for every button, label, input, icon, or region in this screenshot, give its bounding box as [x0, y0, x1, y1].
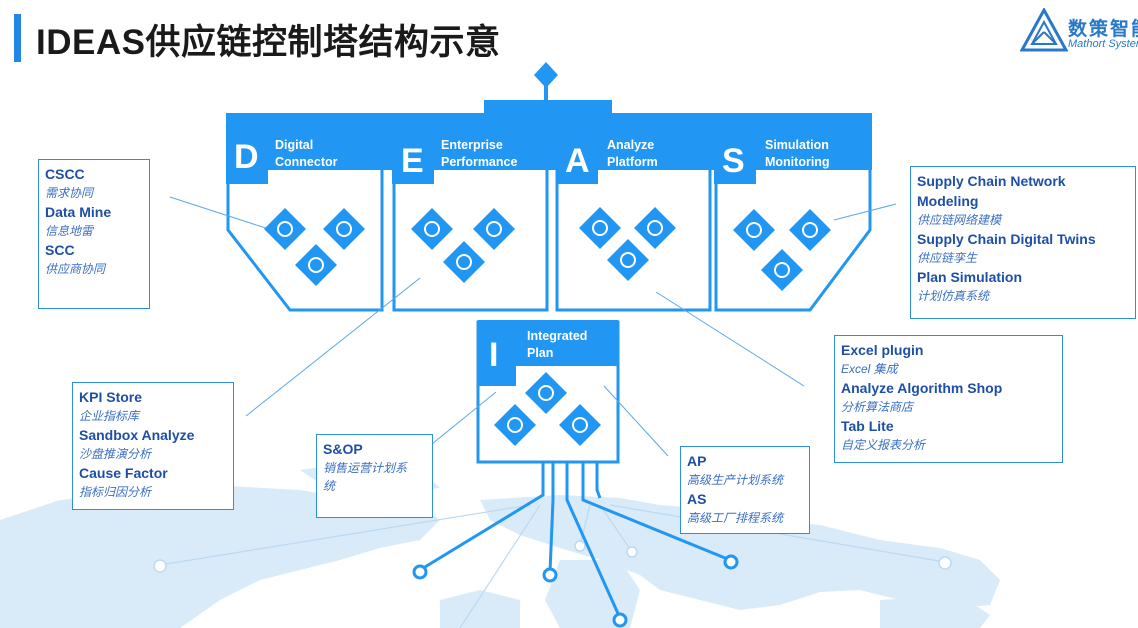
- module-letter-s: S: [722, 142, 745, 180]
- box-item-title: Excel plugin: [841, 342, 924, 358]
- excel-icon: [607, 239, 649, 281]
- box-item-sub: 供应链网络建模: [917, 213, 1002, 227]
- box-item-sub: 信息地雷: [45, 224, 94, 238]
- overlap-circles-icon: [264, 208, 306, 250]
- logo-brand-en: Mathort System: [1068, 38, 1138, 50]
- info-box-digital-connector: CSCC 需求协同 Data Mine 信息地雷 SCC 供应商协同: [38, 159, 150, 309]
- page-title: IDEAS供应链控制塔结构示意: [36, 23, 501, 62]
- box-item-sub: 销售运营计划系: [323, 461, 408, 475]
- box-item-sub: 高级工厂排程系统: [687, 511, 784, 525]
- module-letter-e: E: [401, 142, 424, 180]
- box-item-title: Cause Factor: [79, 465, 168, 481]
- box-item-title: Analyze Algorithm Shop: [841, 380, 1003, 396]
- info-box-ap: AP 高级生产计划系统 AS 高级工厂排程系统: [680, 446, 810, 534]
- box-item-title: SCC: [45, 242, 75, 258]
- growth-chart-icon: [443, 241, 485, 283]
- ring-icon: [579, 207, 621, 249]
- module-s-line1: Simulation: [765, 138, 829, 152]
- module-i-line2: Plan: [527, 346, 554, 360]
- module-a-line2: Platform: [607, 155, 658, 169]
- module-letter-d: D: [234, 138, 259, 176]
- box-item-sub: Excel 集成: [841, 362, 898, 376]
- bold-link-ends: [412, 554, 739, 628]
- box-item-title: Plan Simulation: [917, 269, 1023, 285]
- letter-blocks: [226, 120, 872, 386]
- info-box-simulation: Supply Chain Network Modeling 供应链网络建模 Su…: [910, 166, 1136, 319]
- box-item-sub: 分析算法商店: [841, 400, 914, 414]
- hexagon-graph-icon: [761, 249, 803, 291]
- box-item-title: S&OP: [323, 441, 363, 457]
- box-item-title: Supply Chain Digital Twins: [917, 231, 1096, 247]
- module-e-line1: Enterprise: [441, 138, 503, 152]
- title-accent-bar: [14, 14, 21, 62]
- box-item-sub: 指标归因分析: [79, 485, 152, 499]
- chip-icon: [634, 207, 676, 249]
- module-label-a: Analyze Platform: [607, 137, 658, 171]
- box-item-title: Data Mine: [45, 204, 112, 220]
- box-item-title: CSCC: [45, 166, 85, 182]
- info-box-analyze: Excel plugin Excel 集成 Analyze Algorithm …: [834, 335, 1063, 463]
- box-item-title: AS: [687, 491, 707, 507]
- module-icons: [264, 207, 831, 446]
- module-label-e: Enterprise Performance: [441, 137, 517, 171]
- module-e-line2: Performance: [441, 155, 518, 169]
- box-item-sub: 沙盘推演分析: [79, 447, 152, 461]
- spider-web-icon: [295, 244, 337, 286]
- link-icon: [789, 209, 831, 251]
- info-box-kpi: KPI Store 企业指标库 Sandbox Analyze 沙盘推演分析 C…: [72, 382, 234, 510]
- logo-icon: [1020, 8, 1068, 52]
- logo-brand-cn: 数策智能: [1068, 19, 1138, 40]
- label-strips: [268, 136, 872, 366]
- pointer-lines: [169, 196, 897, 457]
- info-box-sop: S&OP 销售运营计划系 统: [316, 434, 433, 518]
- map-links: [159, 504, 946, 628]
- network-node-icon: [473, 208, 515, 250]
- box-item-sub: 需求协同: [45, 186, 94, 200]
- module-letter-a: A: [565, 142, 590, 180]
- module-frames: [226, 133, 872, 464]
- module-i-line1: Integrated: [527, 329, 588, 343]
- map-dots: [153, 540, 952, 573]
- chat-bubble-icon: [323, 208, 365, 250]
- box-item-sub: 企业指标库: [79, 409, 140, 423]
- box-item-title: Modeling: [917, 193, 979, 209]
- box-item-title: AP: [687, 453, 707, 469]
- module-d-line1: Digital: [275, 138, 314, 152]
- module-label-s: Simulation Monitoring: [765, 137, 830, 171]
- module-label-d: Digital Connector: [275, 137, 338, 171]
- box-item-title: KPI Store: [79, 389, 143, 405]
- module-d-line2: Connector: [275, 155, 338, 169]
- box-item-title: Tab Lite: [841, 418, 894, 434]
- box-item-sub: 高级生产计划系统: [687, 473, 784, 487]
- gantt-icon: [559, 404, 601, 446]
- module-letter-i: I: [489, 336, 499, 374]
- module-label-i: Integrated Plan: [527, 328, 587, 362]
- box-item-sub: 自定义报表分析: [841, 438, 926, 452]
- clipboard-icon: [494, 404, 536, 446]
- box-item-title: Sandbox Analyze: [79, 427, 195, 443]
- module-s-line2: Monitoring: [765, 155, 830, 169]
- cycle-icon: [525, 372, 567, 414]
- box-item-sub: 供应商协同: [45, 262, 106, 276]
- robot-icon: [733, 209, 775, 251]
- box-item-sub: 统: [323, 479, 336, 493]
- box-item-sub: 供应链孪生: [917, 251, 978, 265]
- box-item-sub: 计划仿真系统: [917, 289, 990, 303]
- module-a-line1: Analyze: [607, 138, 655, 152]
- monitor-icon: [411, 208, 453, 250]
- box-item-title: Supply Chain Network: [917, 173, 1066, 189]
